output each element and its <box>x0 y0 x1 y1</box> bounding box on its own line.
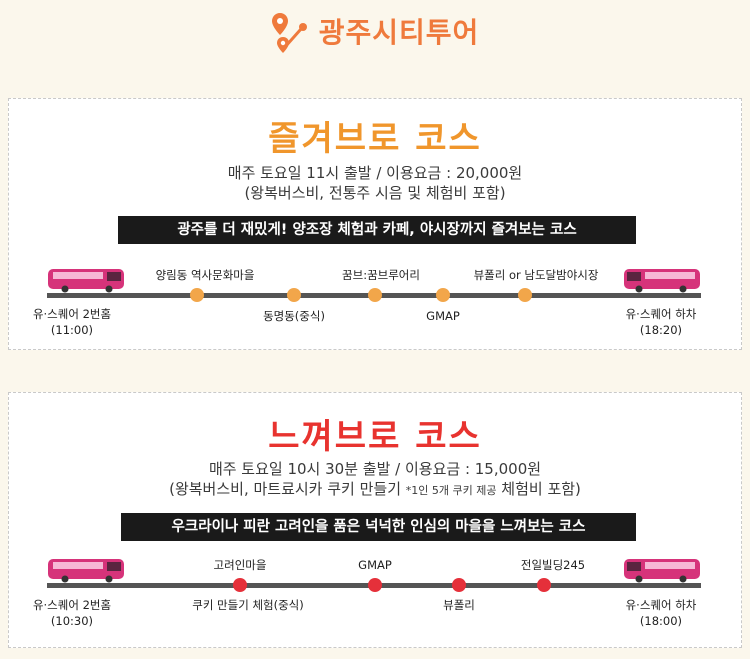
end-stop-name: 유·스퀘어 하차 <box>625 307 697 321</box>
route-map: 유·스퀘어 2번홈 (10:30) 유·스퀘어 하차 (18:00) 고려인마을… <box>9 393 743 649</box>
route-start: 유·스퀘어 2번홈 (10:30) <box>33 597 111 629</box>
stop-label: 뷰폴리 or 남도달밤야시장 <box>473 268 599 282</box>
stop-dot <box>436 288 450 302</box>
price-includes: (왕복버스비, 전통주 시음 및 체험비 포함) <box>244 184 506 202</box>
stop-dot <box>287 288 301 302</box>
course-card-enjoy: 즐겨브로 코스 매주 토요일 11시 출발 / 이용요금 : 20,000원 (… <box>8 98 742 350</box>
end-stop-name: 유·스퀘어 하차 <box>625 598 697 612</box>
stop-dot <box>518 288 532 302</box>
start-stop-name: 유·스퀘어 2번홈 <box>32 598 112 612</box>
start-stop-name: 유·스퀘어 2번홈 <box>32 307 112 321</box>
stop-dot <box>452 578 466 592</box>
page-header: 광주시티투어 <box>0 0 750 62</box>
includes-note: *1인 5개 쿠키 제공 <box>405 484 497 497</box>
includes-part: (왕복버스비, 마트료시카 쿠키 만들기 <box>169 480 406 498</box>
start-time: (10:30) <box>50 614 94 628</box>
stop-label: 동명동(중식) <box>263 309 325 323</box>
tour-bus-icon <box>624 559 700 583</box>
stop-label: GMAP <box>426 309 460 323</box>
course-info: 매주 토요일 10시 30분 출발 / 이용요금 : 15,000원 (왕복버스… <box>9 459 741 501</box>
stop-label: 양림동 역사문화마을 <box>155 268 255 282</box>
price-includes: (왕복버스비, 마트료시카 쿠키 만들기 *1인 5개 쿠키 제공 체험비 포함… <box>9 479 741 501</box>
course-info: 매주 토요일 11시 출발 / 이용요금 : 20,000원 (왕복버스비, 전… <box>9 163 741 203</box>
start-time: (11:00) <box>50 323 94 337</box>
course-banner: 광주를 더 재밌게! 양조장 체험과 카페, 야시장까지 즐겨보는 코스 <box>118 216 636 244</box>
stop-dot <box>537 578 551 592</box>
stop-dot <box>368 288 382 302</box>
stop-label: 고려인마을 <box>213 558 267 572</box>
end-time: (18:20) <box>639 323 683 337</box>
stop-dot <box>190 288 204 302</box>
stop-label: 쿠키 만들기 체험(중식) <box>192 598 304 612</box>
route-end: 유·스퀘어 하차 (18:20) <box>626 306 697 338</box>
course-card-feel: 느껴브로 코스 매주 토요일 10시 30분 출발 / 이용요금 : 15,00… <box>8 392 742 648</box>
schedule-price: 매주 토요일 10시 30분 출발 / 이용요금 : 15,000원 <box>208 460 542 478</box>
schedule-price: 매주 토요일 11시 출발 / 이용요금 : 20,000원 <box>227 164 523 182</box>
course-title: 느껴브로 코스 <box>268 417 482 457</box>
stop-label: 꿈브:꿈브루어리 <box>342 268 420 282</box>
includes-part: 체험비 포함) <box>496 480 581 498</box>
route-end: 유·스퀘어 하차 (18:00) <box>626 597 697 629</box>
stop-dot <box>368 578 382 592</box>
page-title: 광주시티투어 <box>318 16 480 49</box>
end-time: (18:00) <box>639 614 683 628</box>
stop-label: 전일빌딩245 <box>520 558 586 572</box>
course-banner: 우크라이나 피란 고려인을 품은 넉넉한 인심의 마을을 느껴보는 코스 <box>121 513 636 541</box>
stop-dot <box>233 578 247 592</box>
route-start: 유·스퀘어 2번홈 (11:00) <box>33 306 111 338</box>
course-title: 즐겨브로 코스 <box>268 119 482 159</box>
tour-bus-icon <box>624 269 700 293</box>
route-pins-icon <box>271 13 307 53</box>
stop-label: GMAP <box>358 558 392 572</box>
tour-bus-icon <box>48 269 124 293</box>
route-map: 유·스퀘어 2번홈 (11:00) 유·스퀘어 하차 (18:20) 양림동 역… <box>9 99 743 355</box>
stop-label: 뷰폴리 <box>443 598 475 612</box>
tour-bus-icon <box>48 559 124 583</box>
